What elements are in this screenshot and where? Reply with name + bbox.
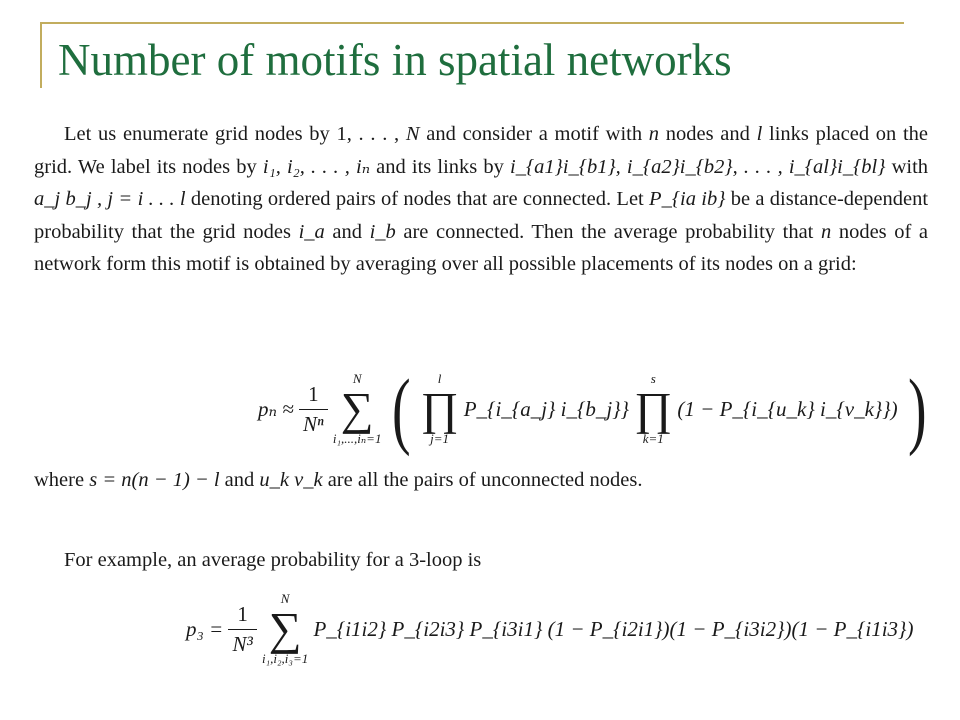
eq-pn-frac-den: Nⁿ bbox=[303, 411, 324, 436]
eq-p3-lhs: p₃ = bbox=[186, 616, 224, 641]
eq-pn-term1: P_{i_{a_j} i_{b_j}} bbox=[463, 396, 630, 421]
example-text: For example, an average probability for … bbox=[64, 549, 482, 571]
var-n-2: n bbox=[820, 220, 832, 243]
eq-pn-prod2-upper: s bbox=[650, 370, 656, 386]
var-l: l bbox=[756, 123, 763, 145]
para-s4: links placed on the grid. We label its n… bbox=[34, 123, 929, 178]
eq-pn-sum-lower: i₁,...,iₙ=1 bbox=[332, 431, 382, 446]
body-paragraph: Let us enumerate grid nodes by 1, . . . … bbox=[34, 118, 928, 281]
var-N: N bbox=[405, 123, 420, 145]
para-s1: Let us enumerate grid nodes by 1, . . . … bbox=[64, 123, 400, 145]
eq-pn-frac-num: 1 bbox=[299, 382, 328, 410]
var-ib: i_b bbox=[369, 220, 396, 243]
title-top-rule bbox=[40, 22, 904, 24]
eq-pn-prod-2: s ∏ k=1 bbox=[634, 370, 673, 447]
links-expression: i_{a1}i_{b1}, i_{a2}i_{b2}, . . . , i_{a… bbox=[510, 155, 886, 178]
var-n: n bbox=[648, 123, 660, 145]
eq-p3-frac-num: 1 bbox=[228, 602, 257, 630]
where-w2: and bbox=[224, 469, 255, 491]
eq-p3-term: P_{i1i2} P_{i2i3} P_{i3i1} (1 − P_{i2i1}… bbox=[313, 616, 914, 641]
para-s10: are connected. Then the average probabil… bbox=[403, 220, 814, 243]
where-line: where s = n(n − 1) − l and u_k v_k are a… bbox=[34, 464, 928, 496]
sum-symbol: ∑ bbox=[340, 383, 374, 434]
where-w3: are all the pairs of unconnected nodes. bbox=[327, 469, 643, 491]
title-side-rule bbox=[40, 22, 42, 88]
eq-pn-prod1-lower: j=1 bbox=[430, 431, 449, 446]
left-paren: ( bbox=[391, 361, 411, 457]
para-s2: and consider a motif with bbox=[426, 123, 643, 145]
para-s6: with bbox=[891, 155, 929, 178]
eq-pn-term2: (1 − P_{i_{u_k} i_{v_k}}) bbox=[677, 396, 898, 421]
para-s3: nodes and bbox=[665, 123, 750, 145]
eq-p3-fraction: 1 N³ bbox=[228, 602, 257, 657]
eq-pn-lhs: pₙ ≈ bbox=[258, 396, 294, 421]
product-symbol: ∏ bbox=[420, 383, 459, 434]
equation-p3: p₃ = 1 N³ N ∑ i₁,i₂,i₃=1 P_{i1i2} P_{i2i… bbox=[186, 591, 914, 667]
para-s5: and its links by bbox=[376, 155, 504, 178]
para-s11: nodes of a network form this motif is ob… bbox=[34, 220, 928, 276]
nodes-expression: i₁, i₂, . . . , iₙ bbox=[262, 155, 371, 178]
para-s9: and bbox=[332, 220, 362, 243]
eq-p3-sum-upper: N bbox=[280, 591, 290, 606]
para-s7: denoting ordered pairs of nodes that are… bbox=[190, 188, 644, 210]
product-symbol-2: ∏ bbox=[634, 383, 673, 434]
eq-pn-prod1-upper: l bbox=[437, 370, 442, 386]
var-ia: i_a bbox=[298, 220, 325, 243]
eq-pn-sum: N ∑ i₁,...,iₙ=1 bbox=[332, 370, 382, 447]
eq-pn-sum-upper: N bbox=[352, 370, 362, 386]
eq-p3-sum: N ∑ i₁,i₂,i₃=1 bbox=[262, 591, 309, 667]
eq-p3-frac-den: N³ bbox=[232, 631, 253, 656]
right-paren: ) bbox=[907, 361, 927, 457]
eq-pn-prod-1: l ∏ j=1 bbox=[420, 370, 459, 447]
probability-expression: P_{ia ib} bbox=[649, 188, 726, 210]
sum-symbol-2: ∑ bbox=[268, 603, 302, 655]
eq-p3-sum-lower: i₁,i₂,i₃=1 bbox=[262, 651, 309, 667]
equation-pn: pₙ ≈ 1 Nⁿ N ∑ i₁,...,iₙ=1 ( l ∏ j=1 P_{i… bbox=[258, 366, 932, 452]
para-s8: be a distance-dependent probability that… bbox=[34, 188, 929, 243]
eq-pn-fraction: 1 Nⁿ bbox=[299, 382, 328, 437]
pairs-expression: a_j b_j , j = i . . . l bbox=[34, 188, 186, 210]
slide-title: Number of motifs in spatial networks bbox=[58, 35, 732, 85]
where-w1: where bbox=[34, 469, 85, 491]
s-expression: s = n(n − 1) − l bbox=[89, 469, 220, 491]
uv-expression: u_k v_k bbox=[259, 469, 323, 491]
eq-pn-prod2-lower: k=1 bbox=[642, 431, 664, 446]
